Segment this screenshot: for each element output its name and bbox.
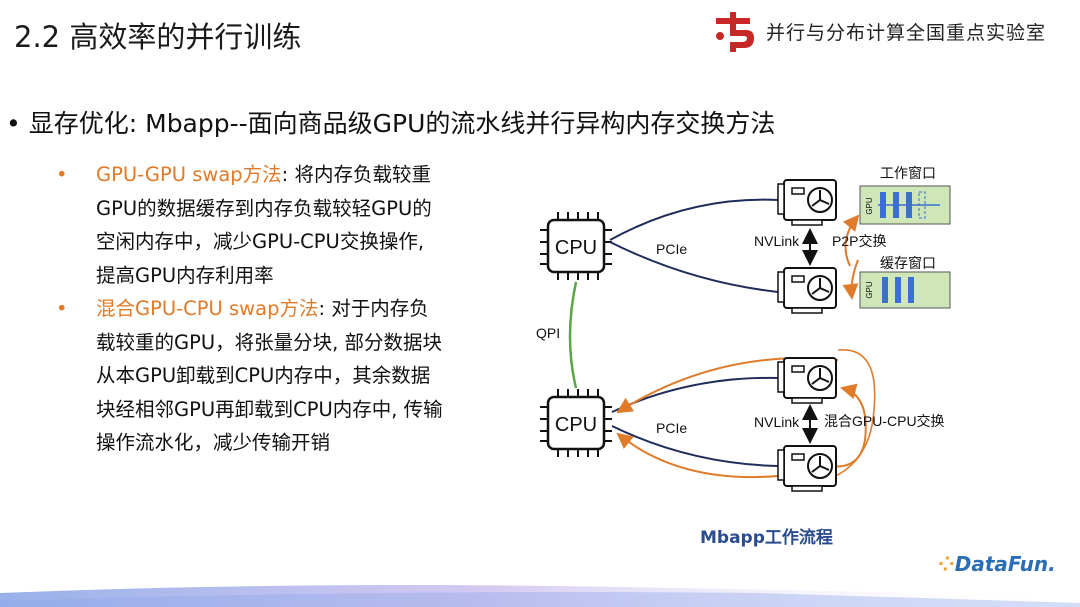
bullet-highlight: 混合GPU-CPU swap方法 [96,297,319,320]
datafun-dots-icon: ⁘ [938,552,955,576]
bullet-marker: • [56,297,68,320]
p2p-arrow-up [842,214,860,267]
mixed-swap-arrow-4 [819,349,876,483]
work-window: GPU [859,185,951,225]
pcie-link-bottom-2 [611,425,779,467]
mixed-swap-label: 混合GPU-CPU交换 [824,413,945,429]
cpu-top-label: CPU [555,237,597,259]
pcie-link-top-1 [609,198,779,241]
pcie-label-bottom: PCIe [656,420,687,436]
mixed-swap-arrow-2 [616,432,779,479]
slide-title: 2.2 高效率的并行训练 [14,20,302,54]
work-window-gpu-label: GPU [865,197,874,215]
diagram-caption: Mbapp工作流程 [700,528,833,548]
p2p-arrow-down [842,259,859,300]
qpi-label: QPI [536,325,560,341]
bottom-decoration [0,585,1080,607]
bullet-gpu-gpu-swap: • GPU-GPU swap方法: 将内存负载较重GPU的数据缓存到内存负载较轻… [56,158,448,292]
gpu-card-3-icon [777,357,837,404]
cpu-bottom-chip: CPU [540,389,612,457]
gpu-card-1-icon [777,179,837,226]
bullet-marker: • [56,163,68,186]
pcie-link-bottom-1 [611,376,779,413]
qpi-link [568,281,578,389]
work-window-label: 工作窗口 [880,165,936,181]
lab-name: 并行与分布计算全国重点实验室 [766,22,1047,44]
nvlink-label-top: NVLink [754,233,800,249]
mbapp-diagram: CPU CPU QPI PCIe PCIe NVLink NVLink P2P交… [536,165,951,492]
gpu-card-2-icon [777,267,837,314]
headline: •显存优化: Mbapp--面向商品级GPU的流水线并行异构内存交换方法 [6,109,776,138]
headline-text: 显存优化: Mbapp--面向商品级GPU的流水线并行异构内存交换方法 [28,109,776,138]
bullet-list: • GPU-GPU swap方法: 将内存负载较重GPU的数据缓存到内存负载较轻… [56,158,448,460]
cache-window-gpu-label: GPU [865,281,874,299]
bullet-text: : 对于内存负载较重的GPU，将张量分块, 部分数据块从本GPU卸载到CPU内存… [96,297,443,454]
lab-logo-icon [716,12,754,52]
pcie-label-top: PCIe [656,241,687,257]
p2p-swap-label: P2P交换 [832,233,886,249]
mixed-swap-arrow-3 [829,383,867,468]
cpu-bottom-label: CPU [555,414,597,436]
datafun-text: DataFun. [954,552,1056,576]
gpu-card-4-icon [777,445,837,492]
cache-window-label: 缓存窗口 [880,255,936,271]
pcie-link-top-2 [609,241,779,293]
bullet-mixed-swap: • 混合GPU-CPU swap方法: 对于内存负载较重的GPU，将张量分块, … [56,292,448,460]
datafun-logo: ⁘DataFun. [938,552,1056,576]
nvlink-label-bottom: NVLink [754,414,800,430]
cache-window: GPU [859,271,951,309]
bullet-highlight: GPU-GPU swap方法 [96,163,282,186]
bullet-text: : 将内存负载较重GPU的数据缓存到内存负载较轻GPU的空闲内存中，减少GPU-… [96,163,432,287]
cpu-top-chip: CPU [540,212,612,280]
